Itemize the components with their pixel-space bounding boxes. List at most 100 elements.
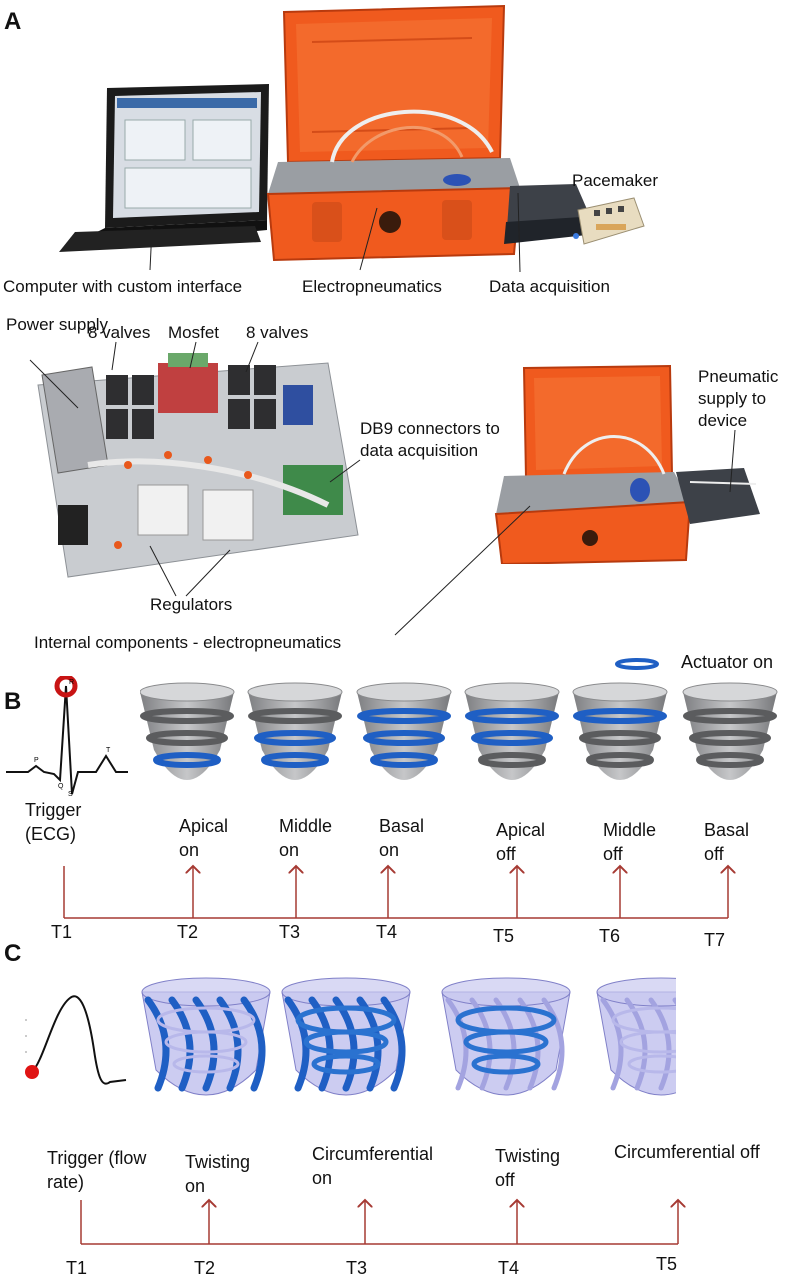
cone-2-ring-3	[261, 752, 329, 768]
event-c-2-line1: Circumferential	[312, 1144, 434, 1164]
sleeve-3-circ-actuator-3	[471, 1053, 541, 1075]
label-computer: Computer with custom interface	[3, 277, 243, 296]
cone-6-ring-2	[689, 730, 771, 746]
cone-6	[682, 682, 778, 780]
event-b-5-line2: off	[603, 844, 623, 864]
event-c-4: Circumferential off	[614, 1140, 760, 1164]
cone-4	[464, 682, 560, 780]
time-b-4: T4	[376, 922, 398, 942]
laptop-photo	[59, 84, 269, 252]
cone-4-ring-2	[471, 730, 553, 746]
event-c-1-line1: Twisting	[185, 1152, 251, 1172]
sleeve-2-circ-actuator-2	[303, 1029, 389, 1055]
event-b-5: Middle off	[603, 818, 656, 866]
sleeve-4-circ-actuator-3	[627, 1054, 676, 1074]
sleeve-4	[596, 977, 676, 1096]
ecg-q-mark: Q	[58, 783, 64, 790]
event-b-4: Apical off	[496, 818, 545, 866]
sleeve-1-twist-actuator-5	[240, 996, 266, 1092]
cone-1-ring-2	[146, 730, 228, 746]
cone-6-ring-1	[683, 708, 777, 724]
data-acquisition-photo	[504, 184, 596, 244]
ecg-r-mark: R	[69, 679, 74, 686]
sleeve-2	[281, 977, 411, 1096]
sleeve-2-twist-actuator-5	[380, 996, 406, 1092]
event-b-6-line1: Basal	[704, 820, 750, 840]
sleeve-1	[141, 977, 271, 1096]
label-valves-left: 8 valves	[88, 323, 151, 342]
cone-2-ring-1	[248, 708, 342, 724]
cone-5-ring-2	[579, 730, 661, 746]
internal-components-photo	[37, 353, 359, 578]
event-c-3: Twisting off	[495, 1144, 560, 1192]
event-c-3-line2: off	[495, 1170, 515, 1190]
event-b-2-line1: Middle	[279, 816, 333, 836]
sleeve-4-twist-actuator-2	[624, 997, 648, 1091]
label-internal-components: Internal components - electropneumatics	[34, 633, 342, 652]
cone-5	[572, 682, 668, 780]
sleeve-1-circ-actuator-2	[164, 1030, 248, 1054]
sleeve-1-twist-actuator-2	[168, 996, 194, 1092]
sleeve-3-twist-actuator-5	[541, 997, 565, 1091]
cone-6-ring-3	[696, 752, 764, 768]
cone-3-ring-2	[363, 730, 445, 746]
electropneumatics-case-photo	[266, 4, 522, 262]
cone-2-ring-2	[254, 730, 336, 746]
event-c-2: Circumferential on	[312, 1142, 433, 1190]
panel-a-top-leaders	[149, 192, 521, 273]
event-c-1-line2: on	[185, 1176, 206, 1196]
event-c-4-line1: Circumferential off	[614, 1142, 760, 1162]
label-regulators: Regulators	[150, 595, 233, 614]
cone-3-ring-1	[357, 708, 451, 724]
label-pacemaker: Pacemaker	[572, 171, 658, 190]
cone-4-ring-3	[478, 752, 546, 768]
event-b-6: Basal off	[704, 818, 749, 866]
cone-5-ring-1	[573, 708, 667, 724]
cone-1-ring-3	[153, 752, 221, 768]
sleeve-3-circ-actuator-2	[463, 1029, 549, 1055]
time-b-3: T3	[279, 922, 301, 942]
label-pneumatic-supply: Pneumatic supply to device	[698, 367, 779, 430]
panel-a-letter: A	[4, 8, 22, 35]
sleeve-3	[441, 977, 571, 1096]
cone-4-ring-1	[465, 708, 559, 724]
sleeve-2-circ-actuator-3	[311, 1053, 381, 1075]
ecg-s-mark: S	[68, 791, 73, 796]
ecg-trace: P Q R S T	[6, 676, 128, 796]
cone-3-ring-3	[370, 752, 438, 768]
sleeve-1-circ-actuator-3	[172, 1054, 240, 1074]
timeline-b	[63, 860, 792, 919]
label-trigger-flow: Trigger (flow rate)	[47, 1148, 147, 1192]
time-c-2: T2	[194, 1258, 216, 1278]
event-b-4-line1: Apical	[496, 820, 546, 840]
event-b-1-line1: Apical	[179, 816, 229, 836]
time-b-5: T5	[493, 926, 515, 946]
time-c-1: T1	[66, 1258, 88, 1278]
cone-1-ring-1	[140, 708, 234, 724]
event-b-5-line1: Middle	[603, 820, 657, 840]
time-b-2: T2	[177, 922, 199, 942]
event-c-2-line2: on	[312, 1168, 333, 1188]
event-b-4-line2: off	[496, 844, 516, 864]
event-c-1: Twisting on	[185, 1150, 250, 1198]
label-mosfet: Mosfet	[168, 323, 220, 342]
label-power-supply: Power supply	[6, 315, 109, 334]
flow-rate-trace	[25, 995, 127, 1085]
actuator-legend-swatch	[615, 658, 659, 670]
actuator-sleeves	[141, 977, 676, 1096]
ecg-t-mark: T	[106, 747, 111, 754]
event-b-1: Apical on	[179, 814, 228, 862]
time-c-4: T4	[498, 1258, 520, 1278]
panel-b-letter: B	[4, 688, 22, 715]
event-b-3: Basal on	[379, 814, 424, 862]
sleeve-4-circ-actuator-2	[619, 1030, 676, 1054]
panel-a-lower-leaders	[29, 341, 736, 636]
event-c-3-line1: Twisting	[495, 1146, 561, 1166]
electropneumatics-case-second-photo	[494, 364, 760, 564]
event-b-3-line1: Basal	[379, 816, 425, 836]
event-b-3-line2: on	[379, 840, 400, 860]
label-valves-right: 8 valves	[246, 323, 309, 342]
panel-c-letter: C	[4, 940, 22, 967]
timeline-c	[80, 1194, 792, 1245]
time-c-3: T3	[346, 1258, 368, 1278]
